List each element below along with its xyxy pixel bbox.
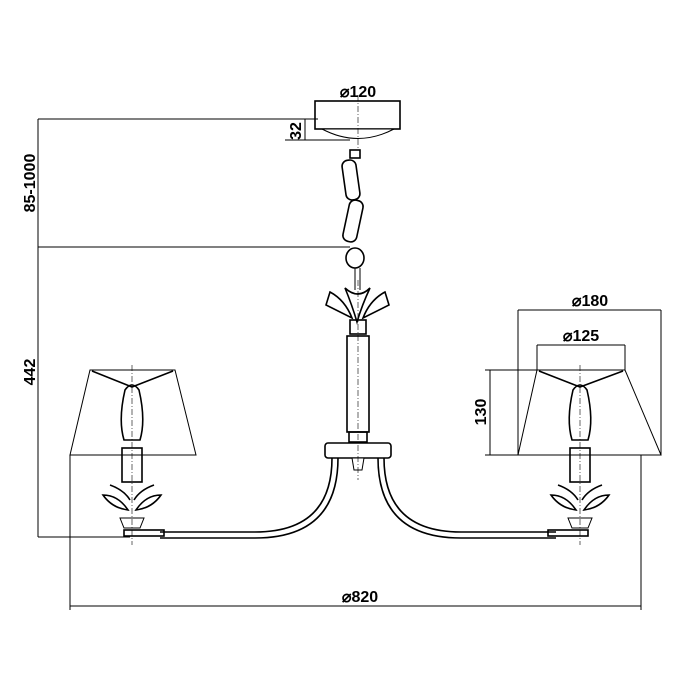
chain-length-label: 85-1000 <box>22 154 39 213</box>
shade-outer-diameter-label: ⌀180 <box>572 293 608 310</box>
canopy-diameter-label: ⌀120 <box>340 84 376 101</box>
overall-diameter-label: ⌀820 <box>342 589 378 606</box>
body-height-label: 442 <box>22 359 39 386</box>
shade-height-label: 130 <box>473 399 490 426</box>
canopy-height-label: 32 <box>288 122 305 140</box>
right-lamp <box>517 365 662 545</box>
dimension-lines <box>37 118 662 610</box>
left-lamp <box>69 365 197 545</box>
chain <box>341 149 365 269</box>
arms <box>160 457 556 539</box>
shade-inner-diameter-label: ⌀125 <box>563 328 599 345</box>
canopy <box>314 95 401 150</box>
central-stem <box>324 268 392 480</box>
